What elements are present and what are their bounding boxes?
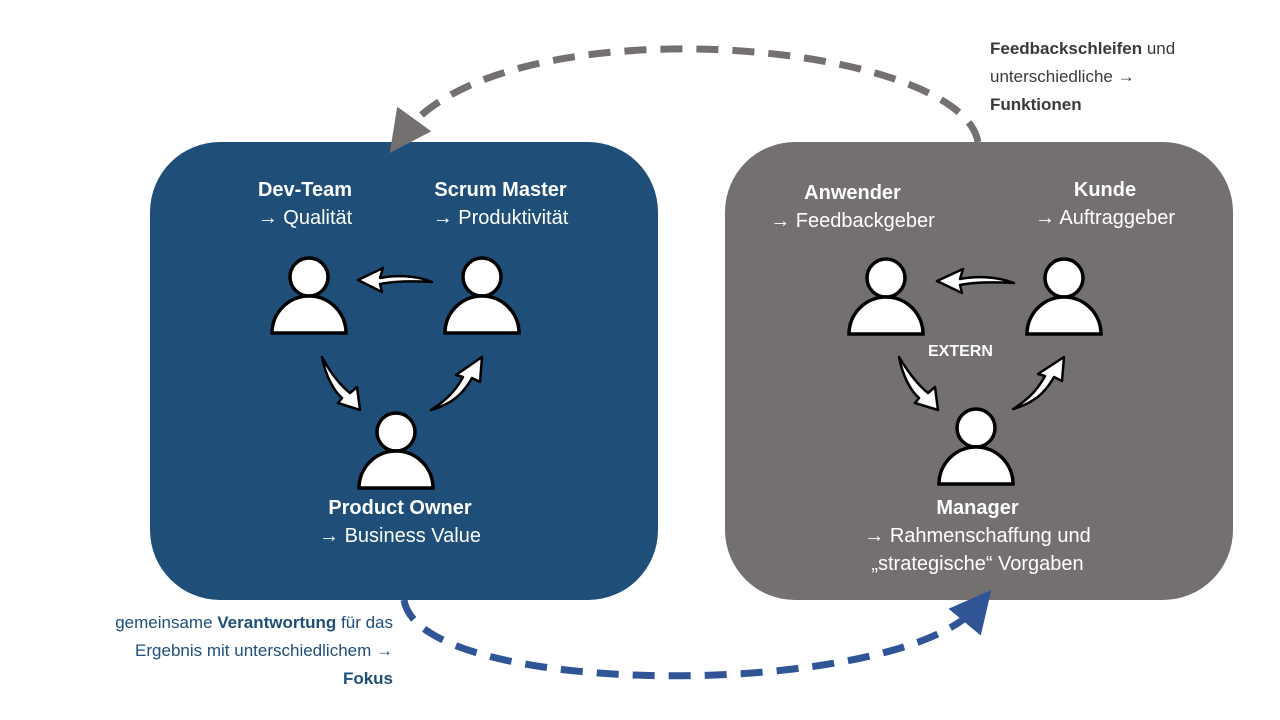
note-text: unterschiedliche → xyxy=(990,67,1135,86)
person-icon-product-owner xyxy=(357,411,435,490)
role-label-kunde: Kunde → Auftraggeber xyxy=(1020,176,1190,232)
role-label-product-owner: Product Owner → Business Value xyxy=(300,494,500,550)
note-text: und xyxy=(1142,39,1176,58)
person-icon-kunde xyxy=(1025,257,1103,336)
person-icon-anwender xyxy=(847,257,925,336)
role-title: Scrum Master xyxy=(434,179,567,201)
role-label-manager: Manager → Rahmenschaffung und „strategis… xyxy=(840,494,1115,578)
extern-label: EXTERN xyxy=(928,343,993,360)
top-feedback-loop-arrow xyxy=(389,45,982,154)
curved-arrow-icon-manager-to-kunde xyxy=(1011,355,1066,411)
role-title: Product Owner xyxy=(328,497,472,519)
curved-arrow-icon-po-to-sm xyxy=(429,355,484,412)
note-bold: Feedbackschleifen xyxy=(990,39,1143,58)
curved-arrow-icon-kunde-to-anwender xyxy=(935,267,1016,295)
role-focus-line1: → Rahmenschaffung und xyxy=(864,525,1091,547)
curved-arrow-icon-sm-to-dev xyxy=(356,266,434,294)
note-text: für das xyxy=(336,613,393,632)
note-text: Ergebnis mit unterschiedlichem → xyxy=(135,641,393,660)
external-stakeholders-panel xyxy=(725,142,1233,600)
role-focus: → Qualität xyxy=(257,207,353,229)
internal-team-panel xyxy=(150,142,658,600)
person-icon-scrum-master xyxy=(443,256,521,335)
curved-arrow-icon-anwender-to-manager xyxy=(897,355,940,412)
role-label-dev-team: Dev-Team → Qualität xyxy=(220,176,390,232)
note-bold: Funktionen xyxy=(990,95,1082,114)
person-icon-dev-team xyxy=(270,256,348,335)
role-label-anwender: Anwender → Feedbackgeber xyxy=(760,179,945,235)
bottom-responsibility-loop-arrow xyxy=(400,589,992,680)
role-title: Dev-Team xyxy=(257,179,353,201)
shared-responsibility-note: gemeinsame Verantwortung für das Ergebni… xyxy=(60,609,393,693)
role-title: Anwender xyxy=(804,182,901,204)
person-icon-manager xyxy=(937,407,1015,486)
note-bold: Fokus xyxy=(342,669,393,688)
role-focus: → Produktivität xyxy=(432,207,569,229)
feedback-loop-note: Feedbackschleifen und unterschiedliche →… xyxy=(990,35,1175,119)
role-label-scrum-master: Scrum Master → Produktivität xyxy=(408,176,593,232)
role-focus: → Auftraggeber xyxy=(1034,207,1176,229)
note-bold: Verantwortung xyxy=(217,613,337,632)
role-focus: → Feedbackgeber xyxy=(770,210,935,232)
role-title: Manager xyxy=(936,497,1019,519)
role-title: Kunde xyxy=(1073,179,1137,201)
curved-arrow-icon-dev-to-po xyxy=(320,355,362,412)
role-focus-line2: „strategische“ Vorgaben xyxy=(871,553,1084,575)
role-focus: → Business Value xyxy=(319,525,481,547)
note-text: gemeinsame xyxy=(115,613,218,632)
